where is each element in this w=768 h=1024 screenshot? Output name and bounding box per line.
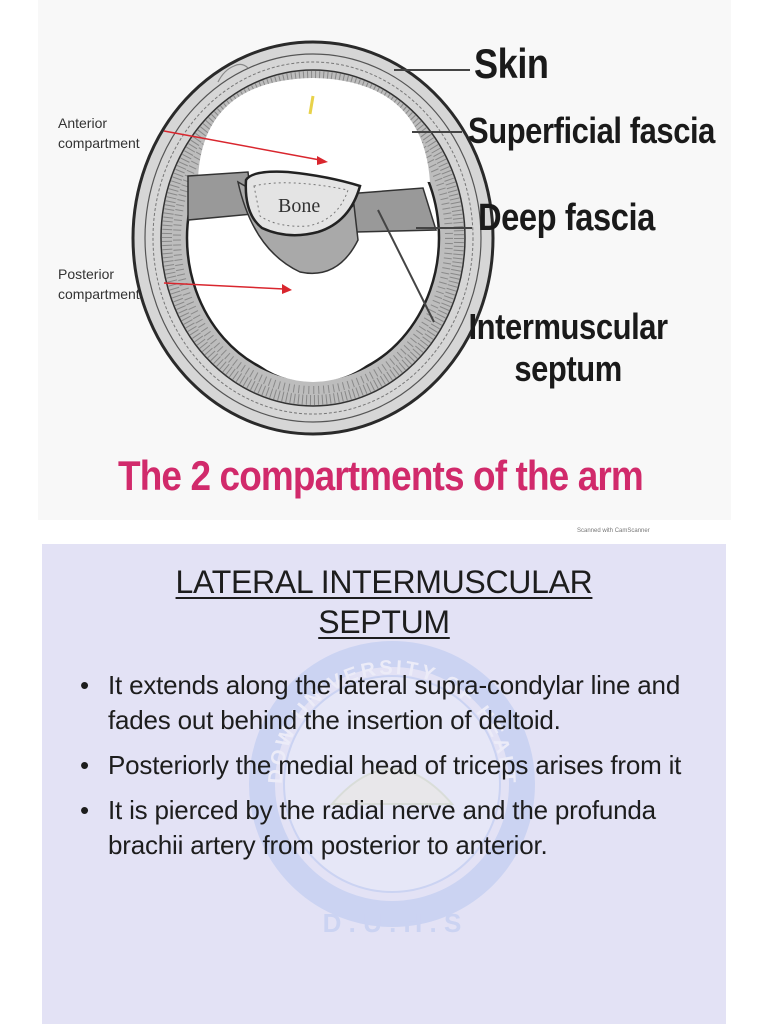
- posterior-compartment-label: Posterior compartment: [58, 264, 140, 304]
- slide-title-line-2: SEPTUM: [318, 604, 450, 640]
- superficial-fascia-label: Superficial fascia: [468, 110, 715, 151]
- bullet-dot-icon: •: [80, 750, 89, 780]
- arm-cross-section-diagram: Bone: [131, 40, 495, 436]
- anterior-compartment: [198, 78, 430, 182]
- figure-caption: The 2 compartments of the arm: [118, 452, 644, 499]
- seal-bottom-text: D . U . H . S: [323, 908, 462, 934]
- arm-compartments-figure: Bone Anterior compartment Posterior comp…: [38, 0, 731, 520]
- list-item: • It extends along the lateral supra-con…: [76, 668, 716, 738]
- bullet-dot-icon: •: [80, 795, 89, 825]
- lateral-intermuscular-septum: [345, 187, 438, 233]
- list-item: • It is pierced by the radial nerve and …: [76, 793, 716, 863]
- bullet-list: • It extends along the lateral supra-con…: [76, 668, 716, 873]
- anterior-compartment-label: Anterior compartment: [58, 113, 140, 153]
- university-seal-watermark: DOW UNIVERSITY OF HEALTH SCIENCES D . U …: [242, 614, 535, 934]
- yellow-mark: [308, 95, 315, 115]
- bullet-text: It extends along the lateral supra-condy…: [108, 670, 681, 735]
- septum-leader-line: [377, 209, 435, 323]
- deep-fascia-label: Deep fascia: [478, 197, 655, 239]
- septum-label-line-2: septum: [514, 348, 622, 389]
- posterior-arrow: [163, 282, 285, 290]
- bullet-text: It is pierced by the radial nerve and th…: [108, 795, 656, 860]
- list-item: • Posteriorly the medial head of triceps…: [76, 748, 716, 783]
- anterior-label-line-2: compartment: [58, 135, 140, 151]
- skin-label: Skin: [474, 40, 549, 87]
- posterior-label-line-2: compartment: [58, 286, 140, 302]
- slide-title: LATERAL INTERMUSCULAR SEPTUM: [42, 562, 726, 642]
- posterior-label-line-1: Posterior: [58, 266, 115, 282]
- posterior-compartment: [198, 195, 428, 382]
- anterior-label-line-1: Anterior: [58, 115, 108, 131]
- slide-title-line-1: LATERAL INTERMUSCULAR: [175, 564, 593, 600]
- superficial-fascia-layer: [144, 53, 482, 423]
- bone-label: Bone: [278, 195, 320, 217]
- bullet-text: Posteriorly the medial head of triceps a…: [108, 750, 682, 780]
- muscle-striations: [162, 71, 464, 405]
- lecture-slide: DOW UNIVERSITY OF HEALTH SCIENCES D . U …: [42, 544, 726, 1024]
- septum-label-line-1: Intermuscular: [468, 306, 669, 347]
- anterior-arrow: [163, 130, 321, 161]
- scanner-watermark-text: Scanned with CamScanner: [577, 528, 650, 534]
- bone-shape: [244, 170, 362, 237]
- bullet-dot-icon: •: [80, 670, 89, 700]
- intermuscular-septum-label: Intermuscular septum: [452, 306, 684, 390]
